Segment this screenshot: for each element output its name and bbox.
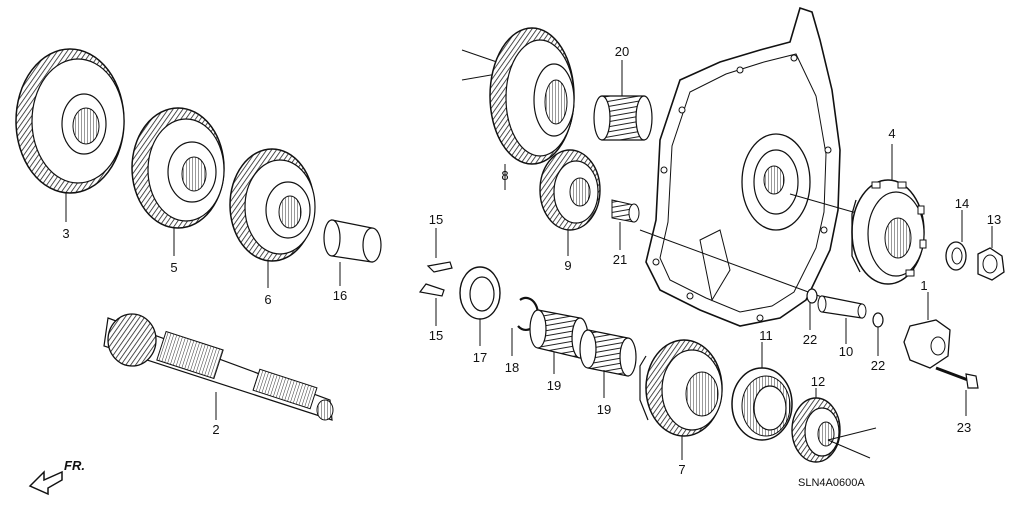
snap-ring-15 <box>418 228 453 326</box>
gear-7 <box>639 339 723 460</box>
gear-3 <box>15 48 125 222</box>
needle-bearing-21 <box>611 199 640 250</box>
parking-gear-4 <box>851 144 927 285</box>
callout-10: 10 <box>839 344 853 359</box>
oil-seal-17 <box>459 266 501 346</box>
callout-21: 21 <box>613 252 627 267</box>
shaft-10 <box>817 295 867 344</box>
front-direction-label: FR. <box>64 458 85 473</box>
callout-22a: 22 <box>803 332 817 347</box>
synchro-sleeve-11 <box>731 342 793 441</box>
callout-13: 13 <box>987 212 1001 227</box>
callout-17: 17 <box>473 350 487 365</box>
callout-2: 2 <box>212 422 219 437</box>
gear-9 <box>539 149 601 256</box>
callout-22b: 22 <box>871 358 885 373</box>
front-direction-arrow: FR. <box>28 458 85 496</box>
callout-7: 7 <box>678 462 685 477</box>
gear-12 <box>791 388 877 463</box>
diagram-code: SLN4A0600A <box>798 477 865 489</box>
callout-23: 23 <box>957 420 971 435</box>
gear-6 <box>229 148 316 288</box>
callout-14: 14 <box>955 196 969 211</box>
callout-9: 9 <box>564 258 571 273</box>
callout-3: 3 <box>62 226 69 241</box>
callout-8: 8 <box>501 168 508 183</box>
callout-12: 12 <box>811 374 825 389</box>
locknut-13 <box>977 226 1005 281</box>
callout-18: 18 <box>505 360 519 375</box>
callout-4: 4 <box>888 126 895 141</box>
transmission-case-cover <box>639 6 861 327</box>
callout-11: 11 <box>759 328 773 343</box>
gear-8 <box>461 27 575 190</box>
gear-5 <box>131 107 225 256</box>
needle-bearing-20 <box>593 60 653 141</box>
callout-16: 16 <box>333 288 347 303</box>
washer-22a <box>806 288 818 330</box>
washer-22b <box>872 312 884 356</box>
callout-1: 1 <box>920 278 927 293</box>
washer-14 <box>945 210 967 271</box>
bolt-23 <box>935 366 979 416</box>
parking-pawl-1 <box>903 292 951 369</box>
callout-20: 20 <box>615 44 629 59</box>
mainshaft-2 <box>103 313 334 421</box>
callout-19b: 19 <box>597 402 611 417</box>
collar-16 <box>323 219 382 286</box>
callout-labels: 1 2 3 4 5 6 7 8 9 10 11 12 13 14 15 15 1… <box>62 44 1001 477</box>
needle-bearing-19b <box>579 329 637 398</box>
callout-19a: 19 <box>547 378 561 393</box>
callout-15b: 15 <box>429 328 443 343</box>
callout-6: 6 <box>264 292 271 307</box>
callout-15a: 15 <box>429 212 443 227</box>
callout-5: 5 <box>170 260 177 275</box>
needle-bearing-19a <box>529 309 589 374</box>
